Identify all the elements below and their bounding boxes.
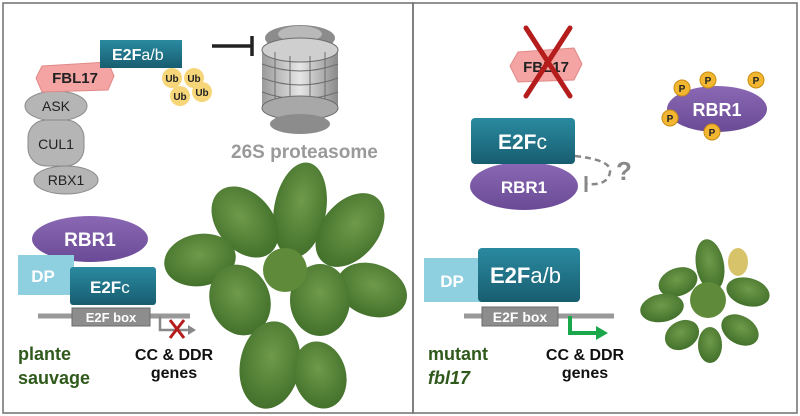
caption-mutant-line1: mutant [428, 344, 488, 364]
proteasome-icon [261, 25, 339, 134]
e2f-ab-right-label: E2Fa/b [490, 263, 561, 288]
active-transcription-arrow [568, 316, 598, 335]
e2f-box-right [481, 306, 559, 327]
deletion-cross-icon [523, 25, 573, 99]
phosphate-1: P [679, 84, 686, 95]
genes-right-label-line1: CC & DDR [546, 347, 625, 364]
phosphate-4: P [667, 114, 674, 125]
dp-protein [18, 255, 74, 295]
caption-mutant-line2: fbl17 [428, 368, 471, 388]
uncertain-inhibition-loop [574, 154, 612, 186]
wild-type-plant-image [164, 162, 407, 409]
arrowhead [188, 325, 196, 335]
e2fc-label: E2Fc [90, 278, 130, 297]
caption-wild-type-line1: plante [18, 344, 71, 364]
genes-right-label-line2: genes [562, 365, 608, 382]
rbr1-bound-protein [470, 162, 578, 210]
dp-right-label: DP [440, 272, 464, 291]
ub-tag-2: Ub [187, 74, 200, 85]
rbr1-protein [32, 216, 148, 262]
caption-wild-type-line2: sauvage [18, 368, 90, 388]
genes-label-line2: genes [151, 365, 197, 382]
e2fc-protein [70, 267, 156, 305]
e2f-box-right-label: E2F box [493, 309, 548, 325]
cul1-label: CUL1 [38, 136, 74, 152]
proteasome-label: 26S proteasome [231, 142, 378, 163]
cul1-protein [27, 119, 85, 167]
active-arrowhead [596, 326, 608, 340]
ask-label: ASK [42, 98, 71, 114]
rbx1-protein [33, 165, 99, 195]
e2f-ab-label: E2Fa/b [112, 47, 164, 64]
e2f-ab-protein [100, 40, 182, 68]
e2f-ab-right-protein [478, 248, 580, 302]
rbr1-label: RBR1 [64, 230, 116, 251]
e2f-box-label: E2F box [86, 310, 137, 325]
ub-tag-1: Ub [165, 74, 178, 85]
rbx1-label: RBX1 [48, 172, 85, 188]
question-mark: ? [616, 156, 632, 186]
cross-icon [168, 319, 186, 339]
inhibition-symbol [212, 36, 254, 56]
phosphate-2: P [705, 76, 712, 87]
e2f-box [71, 307, 151, 327]
mutant-plant-image [640, 239, 770, 363]
phosphate-groups: P P P P P [661, 71, 765, 141]
genes-label-line1: CC & DDR [135, 347, 214, 364]
ub-tag-4: Ub [195, 88, 208, 99]
right-panel-frame [412, 2, 798, 414]
ubiquitin-tags: Ub Ub Ub Ub [162, 68, 212, 106]
e2fc-right-protein [471, 118, 575, 164]
phosphate-3: P [753, 76, 760, 87]
rbr1-phosphorylated-protein [667, 86, 767, 132]
fbl17-label: FBL17 [52, 70, 98, 87]
ub-tag-3: Ub [173, 92, 186, 103]
dp-label: DP [31, 267, 55, 286]
dp-right-protein [424, 258, 482, 302]
e2fc-right-label: E2Fc [498, 131, 547, 154]
blocked-transcription-arrow [158, 316, 190, 332]
phosphate-5: P [709, 128, 716, 139]
rbr1-phosphorylated-label: RBR1 [692, 100, 741, 120]
rbr1-bound-label: RBR1 [501, 178, 547, 197]
